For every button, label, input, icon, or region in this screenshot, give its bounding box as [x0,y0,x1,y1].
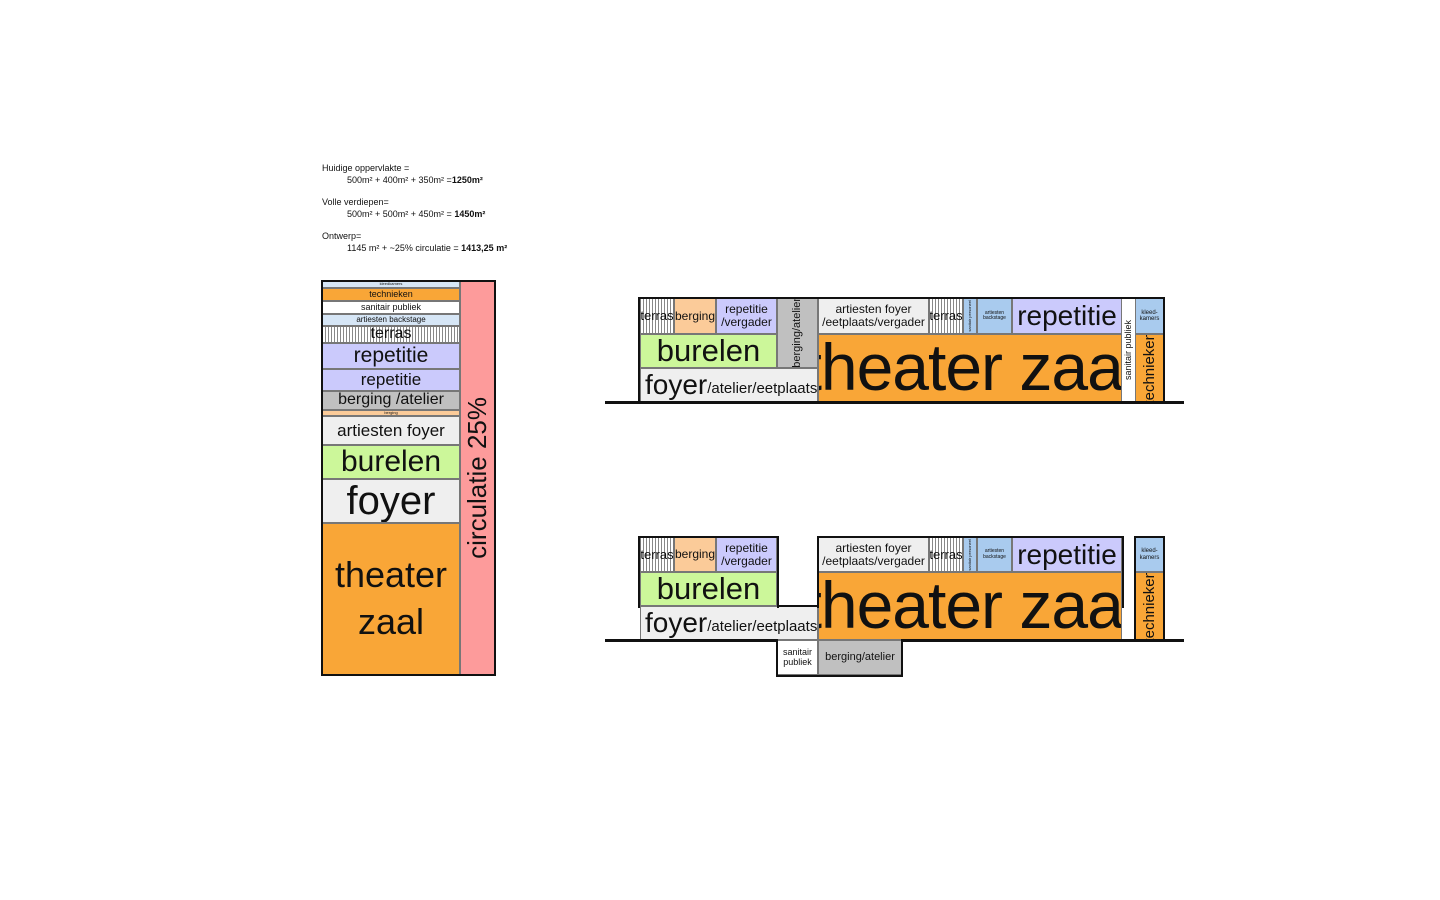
block-foyer: foyer/atelier/eetplaats [640,606,818,640]
block-berging-atelier: berging /atelier [322,391,460,410]
ground-line [605,401,1184,404]
summary-label: Ontwerp= [322,231,362,241]
section-outline [1134,536,1165,642]
summary-value: 500m² + 500m² + 450m² = 1450m² [347,209,486,219]
block-berging-atelier: berging/atelier [818,640,902,675]
block-technieken: technieken [1135,334,1164,402]
block-burelen: burelen [640,572,777,606]
summary-label: Huidige oppervlakte = [322,163,410,173]
summary-value: 500m² + 400m² + 350m² =1250m² [347,175,483,185]
block-circulatie: circulatie 25% [460,281,495,675]
ground-line [605,639,777,642]
block-repetitie: repetitie [322,343,460,369]
block-berging: berging [674,537,716,572]
column-outline [321,280,496,676]
block-berging: berging [674,298,716,334]
block-technieken: technieken [1135,572,1164,640]
block-artiesten-foyer: artiesten foyer /eetplaats/vergader [818,298,929,334]
block-repetitie: repetitie [322,369,460,391]
block-burelen: burelen [640,334,777,368]
block-terras: terras [322,326,460,343]
block-repetitie-vergader: repetitie /vergader [716,537,777,572]
block-berging-atelier: berging/atelier [777,298,818,368]
block-burelen: burelen [322,445,460,479]
ground-line [902,639,1184,642]
block-foyer: foyer/atelier/eetplaats [640,368,818,402]
block-kleedkamers: kleed-kamers [1135,298,1164,334]
block-backstage: artiesten backstage [322,314,460,326]
section-outline [817,536,1124,608]
block-theater-zaal: theater zaal [818,572,1122,640]
summary-value: 1145 m² + ~25% circulatie = 1413,25 m² [347,243,508,253]
block-terras: terras [929,537,963,572]
block-foyer: foyer [322,479,460,523]
block-artiesten-foyer: artiesten foyer [322,416,460,445]
block-terras: terras [640,537,674,572]
basement-outline [776,639,903,677]
section-outline [638,297,1165,404]
block-repetitie: repetitie [1012,537,1122,572]
block-artiesten-backstage: artiesten backstage [977,298,1012,334]
block-artiesten-backstage: artiesten backstage [977,537,1012,572]
block-artiesten-foyer: artiesten foyer /eetplaats/vergader [818,537,929,572]
section-outline [777,605,819,607]
block-theater-zaal: theater zaal [818,334,1122,402]
summary-label: Volle verdiepen= [322,197,389,207]
section-outline [638,536,779,608]
